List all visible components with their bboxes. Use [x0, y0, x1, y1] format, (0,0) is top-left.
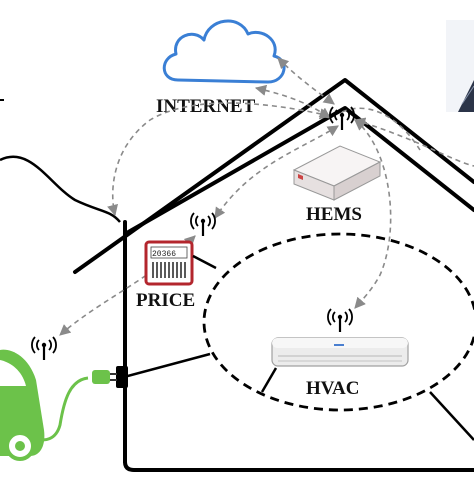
- wireless-links: [59, 57, 474, 336]
- smart-meter-icon: 20366: [144, 240, 194, 286]
- solar-panel-icon: [446, 20, 474, 112]
- meter-connector: [192, 254, 217, 270]
- price-label: PRICE: [136, 290, 195, 311]
- meter-reading: 20366: [152, 250, 176, 259]
- wall-outlet-icon: [116, 366, 128, 388]
- power-line: [0, 155, 121, 223]
- hvac-outdoor-connector: [429, 391, 474, 441]
- outlet-wire: [123, 352, 211, 379]
- home-network-ellipse: [202, 232, 474, 412]
- hvac-label: HVAC: [306, 378, 360, 399]
- cloud-icon: [162, 19, 286, 84]
- electric-car-icon: [0, 349, 45, 461]
- house-outline: [73, 78, 474, 472]
- wireless-antenna-icon: [326, 307, 354, 334]
- hems-router-icon: [292, 145, 382, 201]
- hvac-connector: [260, 367, 278, 393]
- wireless-antenna-icon: [30, 335, 58, 362]
- wireless-antenna-icon: [189, 211, 217, 238]
- charging-cable: [35, 376, 89, 442]
- hems-label: HEMS: [306, 204, 362, 225]
- internet-label: INTERNET: [156, 96, 256, 117]
- air-conditioner-icon: [271, 337, 409, 367]
- charging-plug-icon: [92, 370, 117, 384]
